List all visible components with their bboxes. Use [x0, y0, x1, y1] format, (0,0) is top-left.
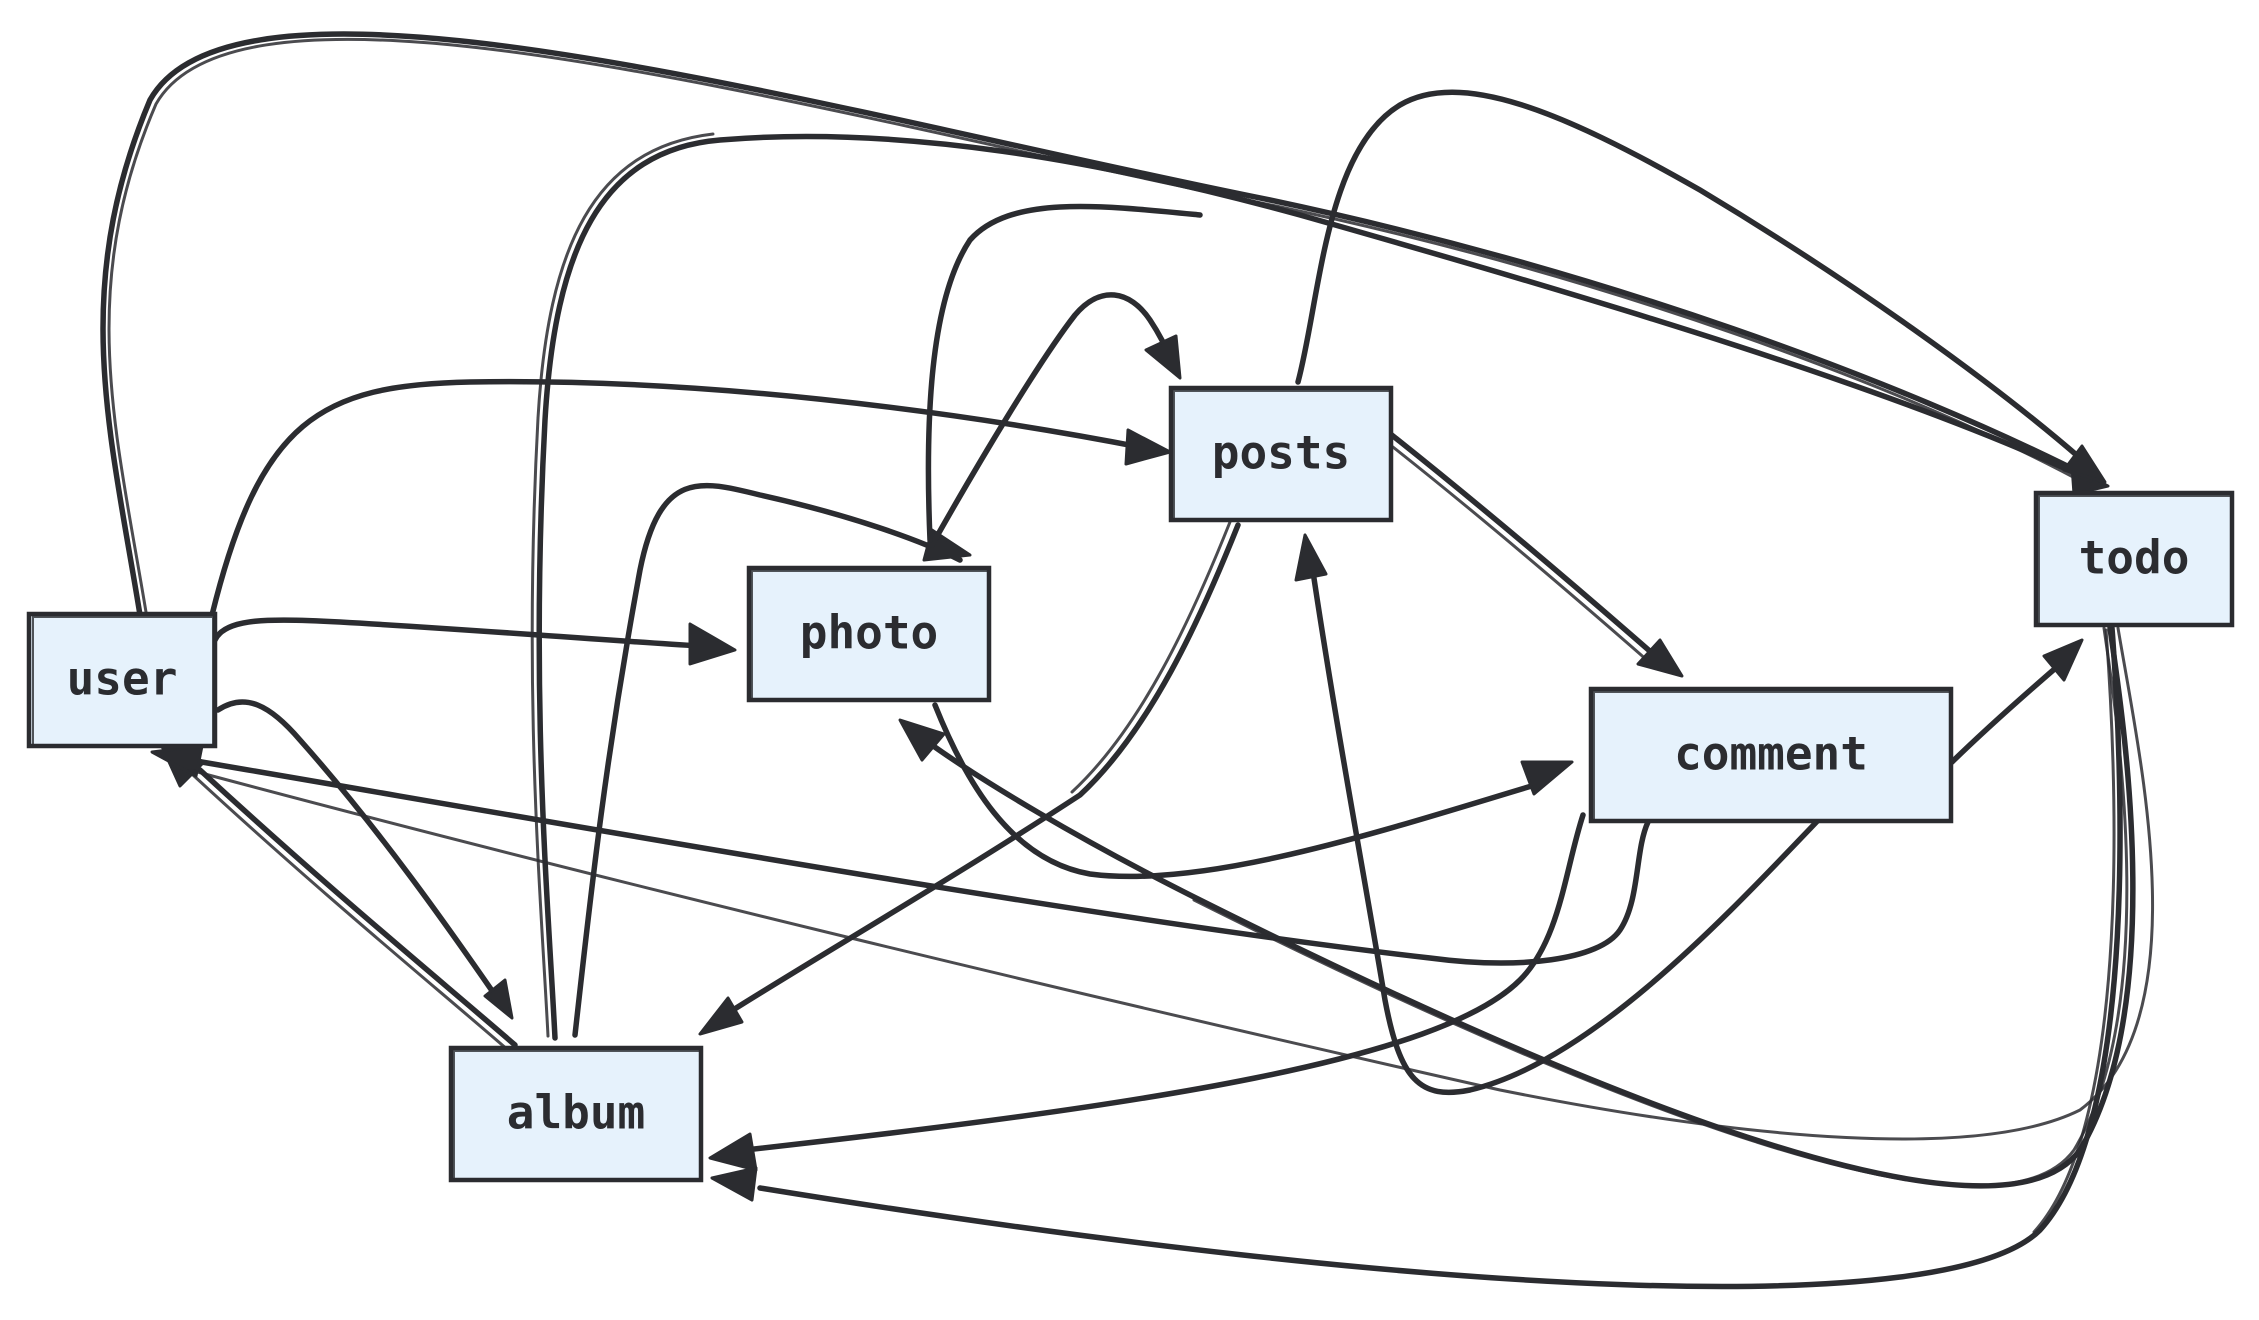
arrowhead: [1144, 334, 1182, 380]
node-user-label: user: [67, 652, 178, 706]
arrowhead: [2062, 444, 2107, 484]
edge-album-to-user: [158, 740, 518, 1052]
arrowhead: [483, 978, 514, 1020]
arrowhead: [1520, 760, 1574, 796]
edge-comment-to-album: [708, 812, 1586, 1172]
arrowhead: [1636, 638, 1684, 678]
edge-comment-to-todo: [1949, 638, 2084, 765]
arrowhead: [708, 1132, 758, 1172]
arrowhead: [698, 996, 744, 1036]
arrowhead: [1294, 533, 1328, 582]
edge-photo-to-comment: [932, 702, 1574, 880]
node-album[interactable]: album: [448, 1045, 704, 1183]
arrowhead: [710, 1166, 758, 1202]
node-posts-label: posts: [1212, 426, 1350, 480]
node-photo-label: photo: [800, 606, 938, 660]
node-posts[interactable]: posts: [1168, 385, 1394, 523]
node-todo[interactable]: todo: [2033, 490, 2235, 628]
edge-user-to-todo: [100, 31, 2110, 618]
node-photo[interactable]: photo: [746, 565, 992, 703]
nodes: user photo posts todo comment album: [26, 385, 2235, 1183]
edge-user-to-album: [215, 699, 514, 1020]
node-user[interactable]: user: [26, 611, 218, 749]
edge-album-to-todo: [530, 132, 2093, 1041]
edge-todo-to-photo: [898, 625, 2136, 1189]
edge-comment-to-posts: [1294, 533, 1833, 1096]
node-todo-label: todo: [2079, 531, 2190, 585]
edge-posts-to-comment: [1382, 429, 1684, 678]
node-comment[interactable]: comment: [1588, 686, 1954, 824]
edge-posts-to-todo: [1295, 89, 2107, 484]
edge-photo-to-todo: [925, 203, 1203, 543]
edge-todo-to-user: [188, 626, 2155, 1141]
edge-todo-to-album: [710, 625, 2123, 1290]
edge-user-to-posts: [209, 378, 1172, 618]
edge-comment-to-user: [150, 744, 1651, 966]
arrowhead: [150, 744, 204, 778]
node-comment-label: comment: [1674, 727, 1868, 781]
arrowhead: [2042, 638, 2084, 682]
edge-user-to-photo: [212, 617, 737, 666]
edges: [100, 31, 2155, 1290]
node-album-label: album: [507, 1086, 645, 1140]
arrowhead: [688, 622, 737, 666]
edge-posts-to-album: [698, 520, 1241, 1036]
arrowhead: [898, 718, 946, 762]
edge-photo-to-posts: [929, 292, 1182, 548]
arrowhead: [1124, 428, 1172, 466]
